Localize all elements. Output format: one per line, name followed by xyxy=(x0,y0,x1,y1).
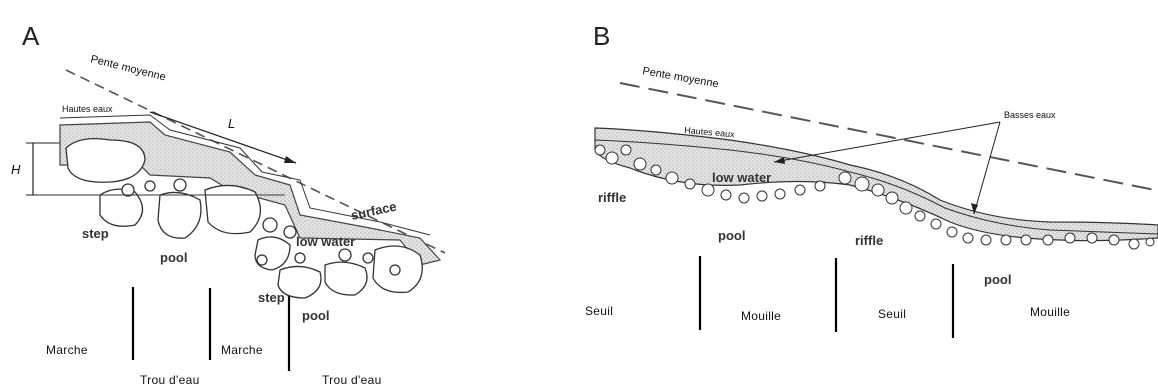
low-water-arrow-2 xyxy=(974,122,1000,214)
length-arrowhead xyxy=(284,156,296,163)
pool-label-b1: pool xyxy=(718,228,745,243)
pool-label-1: pool xyxy=(160,250,187,265)
riffle-label-1: riffle xyxy=(598,190,626,205)
marche-label-2: Marche xyxy=(221,343,263,357)
riffle-label-2: riffle xyxy=(855,233,883,248)
seuil-label-2: Seuil xyxy=(878,307,906,321)
height-label: H xyxy=(11,162,21,177)
step-label-1: step xyxy=(82,226,109,241)
panel-a-letter: A xyxy=(22,21,40,51)
pool-label-2: pool xyxy=(302,308,329,323)
panel-b-letter: B xyxy=(593,21,610,51)
mouille-label-1: Mouille xyxy=(741,309,781,323)
panel-b: B Pente moyenne Hautes eaux Basses eaux xyxy=(585,21,1158,338)
low-water-arrow-1 xyxy=(774,122,1000,162)
mean-slope-label-b: Pente moyenne xyxy=(641,65,719,90)
length-label: L xyxy=(228,116,235,131)
trou-label-2: Trou d'eau xyxy=(322,373,382,387)
pool-label-b2: pool xyxy=(984,272,1011,287)
mean-slope-label: Pente moyenne xyxy=(89,53,167,83)
mouille-label-2: Mouille xyxy=(1030,305,1070,319)
low-water-fr-label: Basses eaux xyxy=(1004,110,1056,120)
low-water-label-a: low water xyxy=(296,234,355,249)
low-water-label-b: low water xyxy=(712,170,771,185)
high-water-label: Hautes eaux xyxy=(62,104,113,114)
seuil-label-1: Seuil xyxy=(585,304,613,318)
panel-a: A Pente moyenne L Hautes eaux H xyxy=(11,21,445,387)
marche-label-1: Marche xyxy=(46,343,88,357)
step-label-2: step xyxy=(258,290,285,305)
trou-label-1: Trou d'eau xyxy=(140,373,200,387)
